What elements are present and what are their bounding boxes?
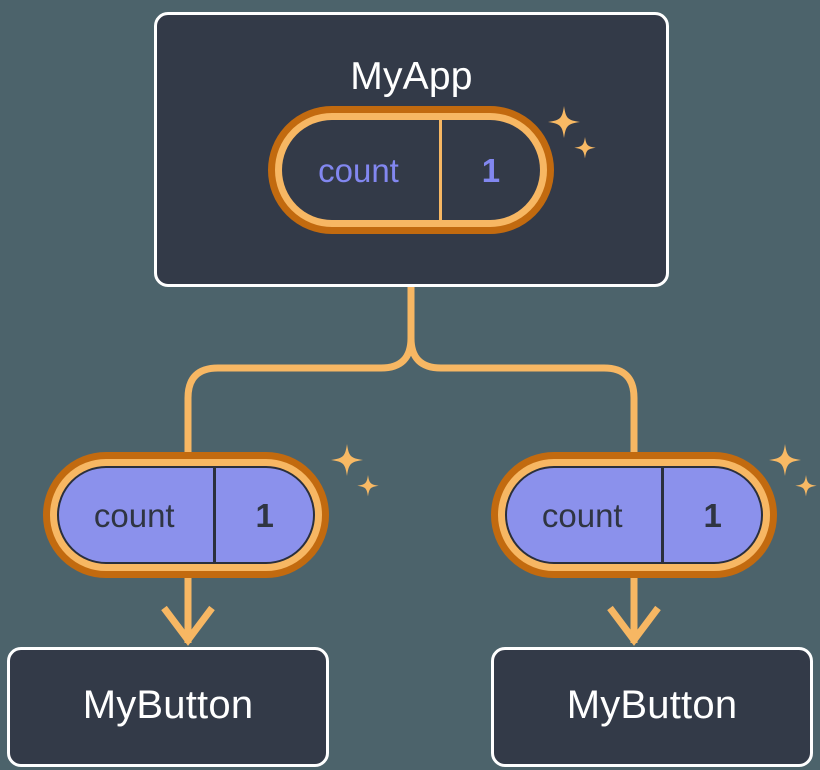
tree-branch-connector-left: [184, 337, 415, 455]
arrow-down-icon-left-head: [161, 605, 215, 646]
state-pill-inner: count 1: [505, 466, 763, 564]
state-value-cell: 1: [664, 468, 761, 562]
state-key-cell: count: [59, 468, 217, 562]
state-pill-myapp[interactable]: count 1: [268, 106, 554, 234]
component-label-myapp: MyApp: [350, 55, 473, 98]
state-pill-child-1[interactable]: count 1: [491, 452, 777, 578]
state-value-label: 1: [481, 151, 501, 189]
state-value-cell: 1: [216, 468, 313, 562]
state-value-cell: 1: [442, 120, 540, 220]
component-box-mybutton-1[interactable]: MyButton: [491, 647, 813, 767]
component-label-mybutton-0: MyButton: [82, 683, 254, 727]
state-pill-inner: count 1: [57, 466, 315, 564]
component-box-mybutton-0[interactable]: MyButton: [7, 647, 329, 767]
component-label-mybutton-1: MyButton: [566, 683, 738, 727]
state-key-label: count: [541, 496, 623, 534]
state-key-label: count: [318, 151, 399, 189]
state-key-cell: count: [282, 120, 442, 220]
state-value-label: 1: [703, 496, 722, 534]
state-value-label: 1: [255, 496, 274, 534]
state-key-label: count: [93, 496, 175, 534]
state-key-cell: count: [507, 468, 665, 562]
tree-branch-connector-right: [407, 337, 638, 455]
arrow-down-icon-right-head: [607, 605, 661, 646]
state-pill-inner: count 1: [282, 120, 540, 220]
state-pill-child-0[interactable]: count 1: [43, 452, 329, 578]
